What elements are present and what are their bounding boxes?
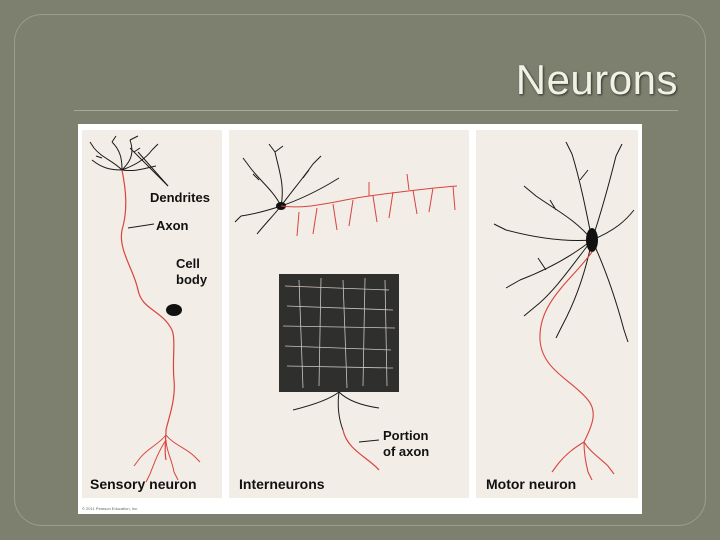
motor-neuron-illustration [493,141,635,481]
portion-of-axon-label-line2: of axon [383,444,430,459]
sensory-neuron-caption: Sensory neuron [90,476,197,492]
title-underline [74,110,678,111]
slide-frame [14,14,706,526]
interneurons-illustration [234,143,458,471]
axon-label: Axon [156,218,189,233]
interneurons-panel: Portion of axon Interneurons [229,130,469,498]
sensory-neuron-illustration [89,135,201,483]
interneurons-caption: Interneurons [239,476,325,492]
portion-of-axon-label-line1: Portion [383,428,429,443]
cell-body-label-line1: Cell [176,256,200,271]
cell-body-label-line2: body [176,272,208,287]
slide-title: Neurons [515,56,678,103]
cell-body [166,304,182,316]
sensory-neuron-panel: Dendrites Axon Cell body Sensory neuron [82,130,222,498]
copyright-notice: © 2011 Pearson Education, Inc. [82,506,139,511]
motor-neuron-caption: Motor neuron [486,476,577,492]
motor-neuron-panel: Motor neuron [476,130,638,498]
neuron-figure: Dendrites Axon Cell body Sensory neuron [78,124,642,514]
dendrites-label: Dendrites [150,190,210,205]
